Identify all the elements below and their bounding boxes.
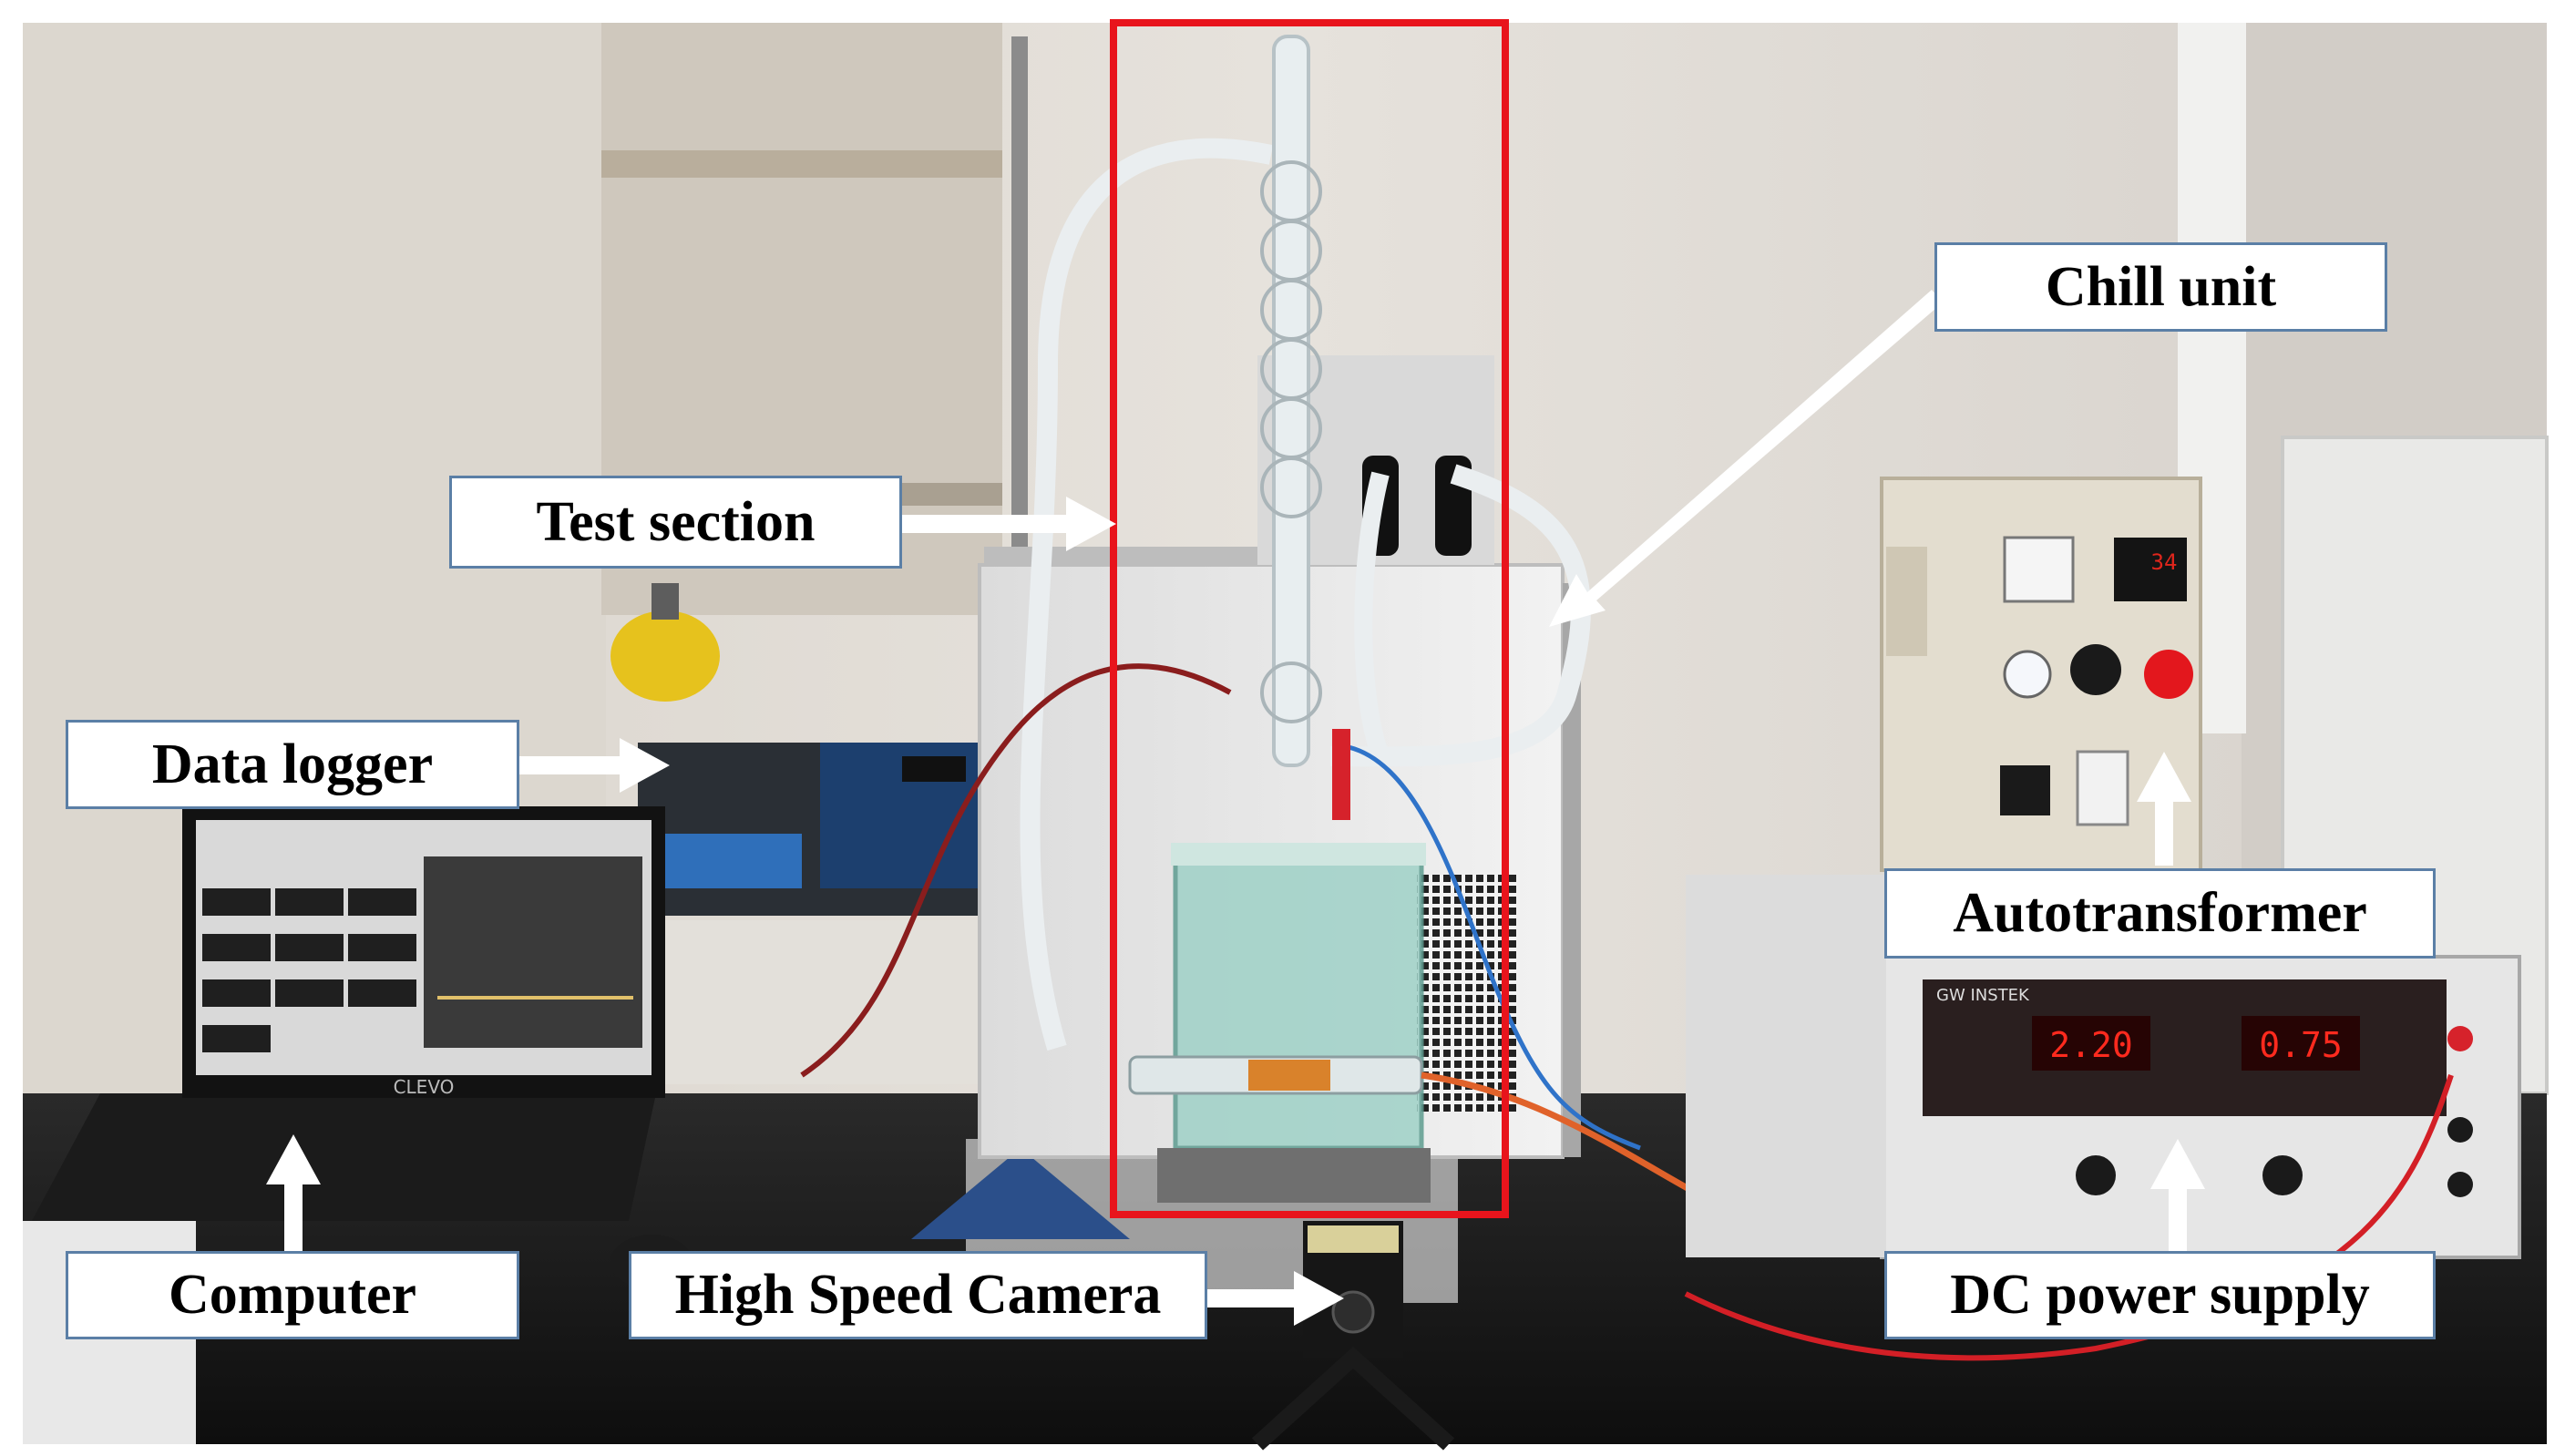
arrow-to-chill-unit xyxy=(1549,290,1943,627)
label-computer: Computer xyxy=(66,1251,519,1339)
silicone-tube xyxy=(1020,138,1274,1051)
psu-knob-voltage xyxy=(2076,1155,2116,1195)
laptop-base xyxy=(32,1093,656,1221)
label-dc-power-supply: DC power supply xyxy=(1884,1251,2436,1339)
psu-terminal xyxy=(2447,1172,2473,1197)
psu-terminal xyxy=(2447,1117,2473,1143)
controller-display xyxy=(2114,538,2187,601)
arrow-to-computer xyxy=(266,1134,321,1253)
retort-stand-base xyxy=(911,1148,1130,1239)
wall-panel xyxy=(665,920,993,1084)
label-chill-unit: Chill unit xyxy=(1934,242,2387,332)
tank-stand xyxy=(1157,1148,1431,1203)
shelf-board xyxy=(601,150,1002,178)
voltage-reading: 2.20 xyxy=(2049,1025,2133,1065)
tank-lid xyxy=(1171,843,1426,866)
label-test-section: Test section xyxy=(449,476,902,569)
arrow-to-high-speed-camera xyxy=(1207,1271,1344,1326)
current-reading: 0.75 xyxy=(2259,1025,2343,1065)
camera-lens xyxy=(1331,1290,1375,1334)
chiller-side xyxy=(1563,583,1581,1157)
autotransformer-vent xyxy=(1886,547,1927,656)
laptop-brand: CLEVO xyxy=(394,1076,455,1098)
gas-cylinder-valve xyxy=(652,583,679,620)
voltmeter xyxy=(2003,536,2075,603)
white-indicator-lamp xyxy=(2003,650,2052,699)
psu-knob-current xyxy=(2262,1155,2303,1195)
data-logger-display xyxy=(902,756,966,782)
psu-brand: GW INSTEK xyxy=(1936,986,2030,1005)
red-test-lead xyxy=(1684,1074,2454,1361)
thermocouple-wire xyxy=(1348,744,1641,1151)
screen-graph-panel xyxy=(424,856,642,1048)
selector-switch xyxy=(2000,765,2050,815)
test-section-highlight-box xyxy=(1110,19,1509,1218)
psu-terminal xyxy=(2447,1026,2473,1051)
screen-reading-tiles xyxy=(202,888,416,1052)
label-data-logger: Data logger xyxy=(66,720,519,809)
camera-label xyxy=(1308,1225,1399,1253)
autotransformer-knob xyxy=(2070,644,2121,695)
gas-cylinder-cap xyxy=(610,610,720,702)
camera-tripod xyxy=(1251,1346,1455,1451)
arrow-to-dc-power-supply xyxy=(2150,1139,2205,1253)
label-arrows xyxy=(266,290,2205,1326)
red-indicator-lamp xyxy=(2144,650,2193,699)
controller-reading: 34 xyxy=(2151,549,2178,575)
heater-wire xyxy=(1248,1060,1330,1091)
condenser-bulbs xyxy=(1260,160,1322,723)
glass-tank xyxy=(1173,849,1424,1151)
label-high-speed-camera: High Speed Camera xyxy=(629,1251,1207,1339)
thermocouple-wire xyxy=(800,663,1232,1078)
red-probe xyxy=(1332,729,1350,820)
arrow-to-test-section xyxy=(902,497,1116,551)
silicone-tube xyxy=(1354,471,1390,760)
arrow-to-data-logger xyxy=(519,738,670,793)
label-autotransformer: Autotransformer xyxy=(1884,868,2436,959)
voltage-display xyxy=(2032,1016,2150,1071)
psu-side-panel xyxy=(1686,875,1886,1257)
circuit-breaker xyxy=(2076,750,2129,826)
current-display xyxy=(2242,1016,2360,1071)
silicone-tube xyxy=(1329,464,1591,767)
arrow-to-autotransformer xyxy=(2137,752,2191,866)
